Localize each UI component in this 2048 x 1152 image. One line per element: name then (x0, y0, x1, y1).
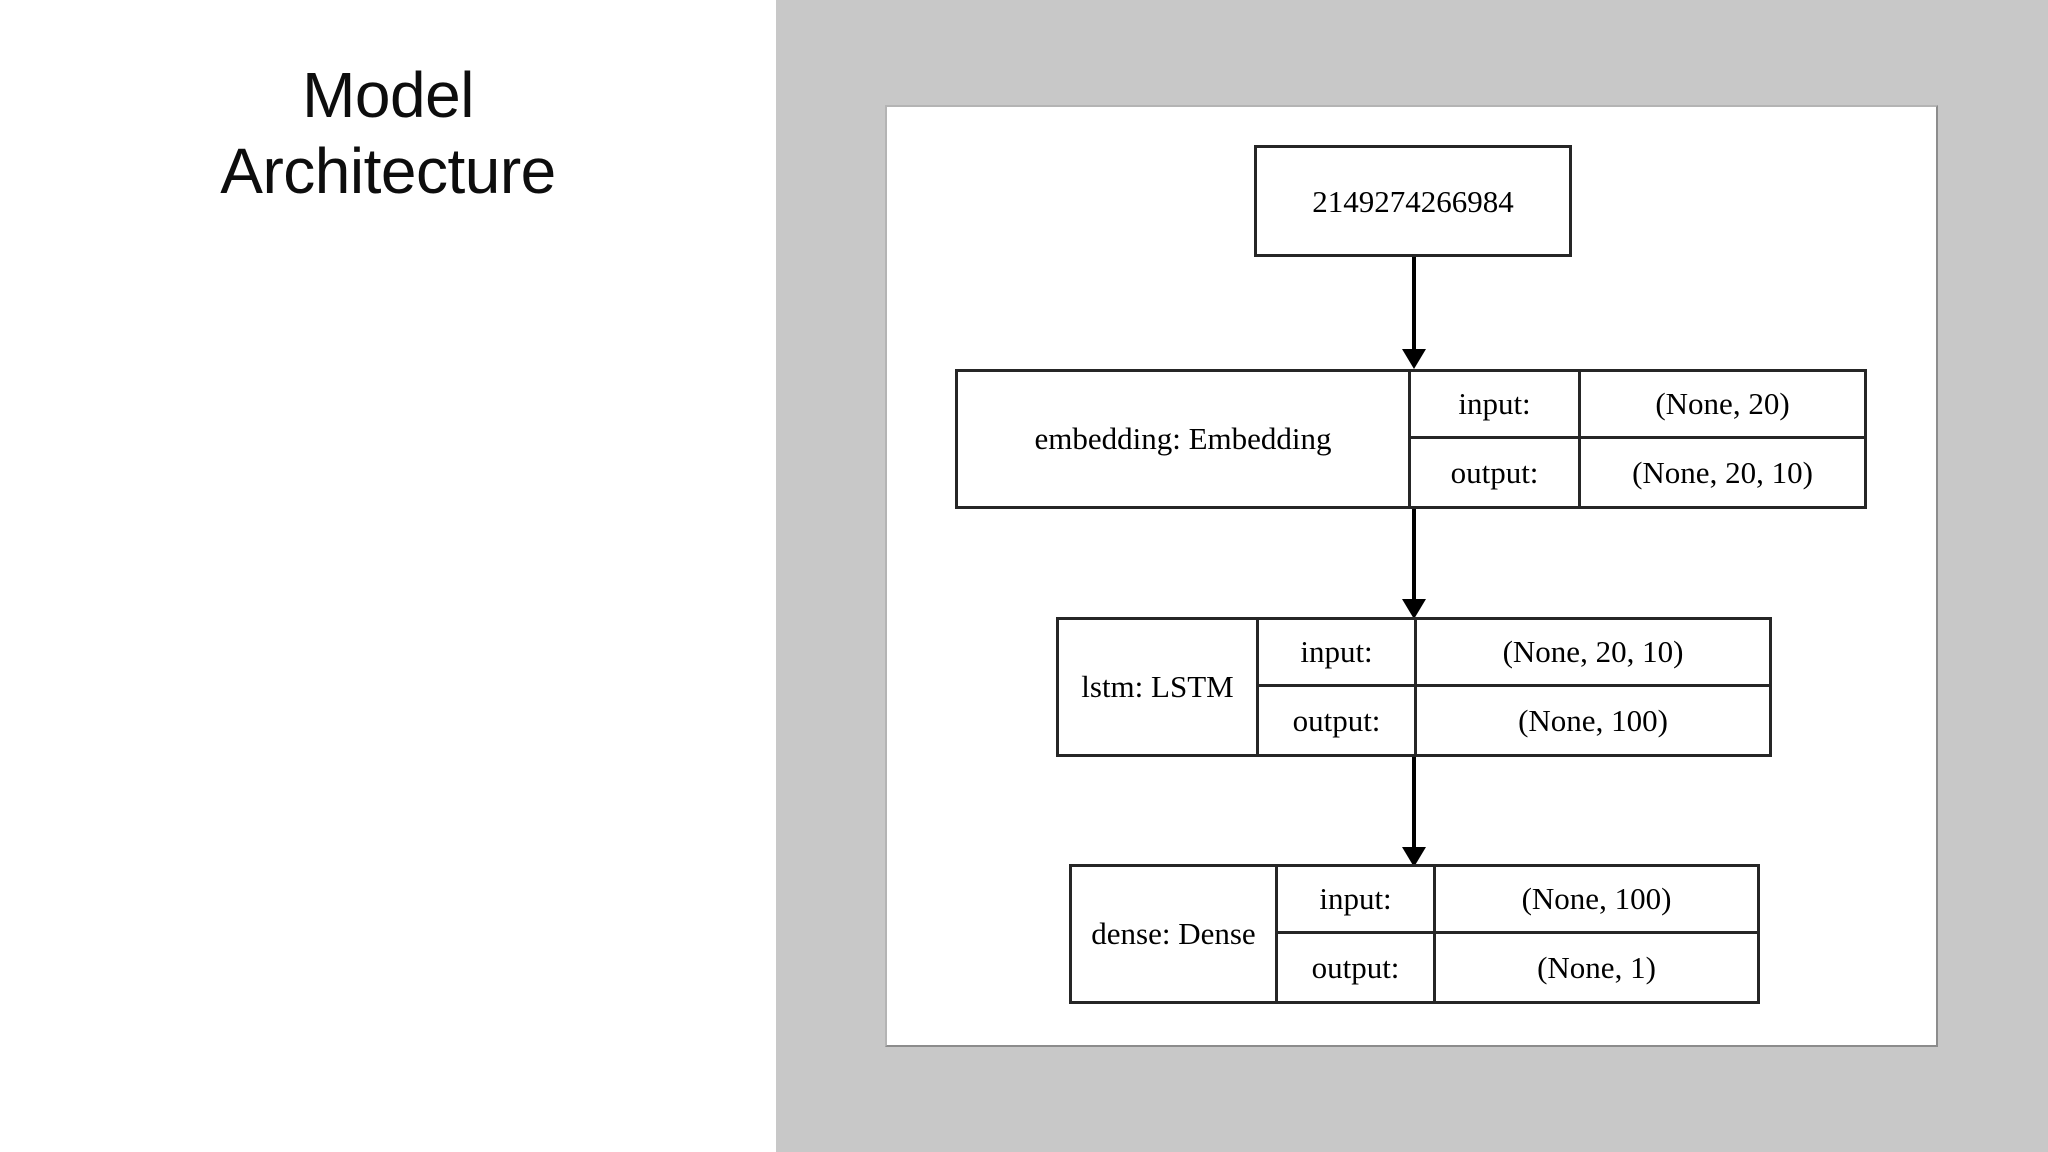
diagram-node-dense: dense: Dense input: (None, 100) output: … (1069, 864, 1760, 1004)
diagram-node-lstm-output-row: output: (None, 100) (1259, 687, 1769, 754)
diagram-node-dense-input-row: input: (None, 100) (1278, 867, 1757, 934)
arrow-lstm-to-dense (1402, 757, 1426, 867)
diagram-node-lstm-input-row: input: (None, 20, 10) (1259, 620, 1769, 687)
diagram-node-embedding-input-row: input: (None, 20) (1411, 372, 1864, 439)
diagram-node-embedding-name: embedding: Embedding (1034, 421, 1332, 456)
diagram-node-lstm-io: input: (None, 20, 10) output: (None, 100… (1256, 620, 1769, 754)
diagram-node-dense-output-label: output: (1278, 934, 1436, 1001)
diagram-node-dense-output-shape: (None, 1) (1537, 949, 1656, 985)
diagram-node-input: 2149274266984 (1254, 145, 1572, 257)
diagram-node-embedding-output-label: output: (1411, 439, 1581, 506)
diagram-node-lstm-input-shape: (None, 20, 10) (1502, 634, 1684, 669)
title-region: Model Architecture (0, 0, 776, 1152)
diagram-node-embedding-io: input: (None, 20) output: (None, 20, 10) (1408, 372, 1864, 506)
diagram-node-dense-input-shape: (None, 100) (1521, 881, 1672, 916)
diagram-node-embedding: embedding: Embedding input: (None, 20) o… (955, 369, 1867, 509)
diagram-node-dense-input-label: input: (1278, 867, 1436, 931)
diagram-node-dense-io: input: (None, 100) output: (None, 1) (1275, 867, 1757, 1001)
arrow-embedding-to-lstm (1402, 509, 1426, 619)
model-architecture-diagram: 2149274266984 embedding: Embedding input… (887, 107, 1940, 1049)
arrow-input-to-embedding (1402, 257, 1426, 369)
diagram-node-lstm: lstm: LSTM input: (None, 20, 10) output:… (1056, 617, 1772, 757)
diagram-node-embedding-input-label: input: (1411, 372, 1581, 436)
diagram-node-lstm-name: lstm: LSTM (1081, 669, 1234, 704)
diagram-node-embedding-input-shape: (None, 20) (1655, 386, 1790, 421)
diagram-node-lstm-output-shape: (None, 100) (1518, 702, 1668, 738)
diagram-node-embedding-output-row: output: (None, 20, 10) (1411, 439, 1864, 506)
diagram-node-embedding-output-shape: (None, 20, 10) (1632, 454, 1813, 490)
diagram-node-lstm-input-label: input: (1259, 620, 1417, 684)
page-title-line-1: Model (302, 59, 474, 131)
diagram-node-lstm-output-label: output: (1259, 687, 1417, 754)
diagram-node-input-label: 2149274266984 (1312, 183, 1514, 219)
model-diagram-image-card: 2149274266984 embedding: Embedding input… (885, 105, 1938, 1047)
diagram-node-dense-name: dense: Dense (1091, 916, 1256, 951)
page-title-line-2: Architecture (220, 134, 556, 207)
page-title: Model Architecture (0, 58, 776, 209)
diagram-node-dense-output-row: output: (None, 1) (1278, 934, 1757, 1001)
